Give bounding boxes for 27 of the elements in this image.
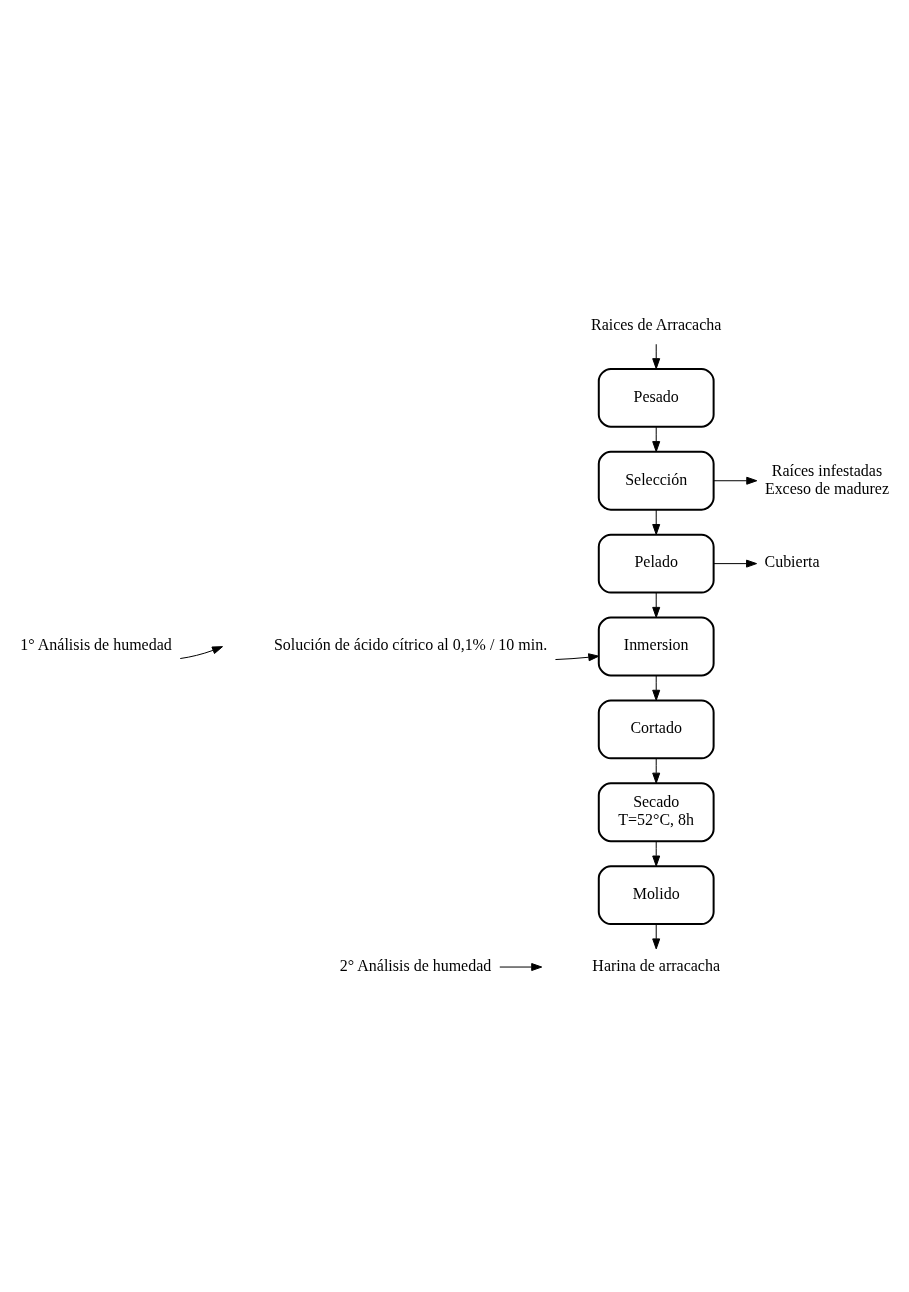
node-box: Pelado [597, 533, 715, 594]
node-box: Inmersion [597, 616, 715, 676]
arrow [652, 923, 661, 949]
node-text: Raices de Arracacha [591, 315, 722, 333]
arrow [652, 757, 661, 784]
node-box: Selección [597, 450, 715, 511]
arrow [713, 559, 758, 568]
arrow [652, 591, 661, 618]
node-box: Pesado [597, 367, 715, 428]
arrow [652, 509, 661, 535]
node-text: 2° Análisis de humedad [339, 956, 492, 974]
arrow [499, 962, 543, 971]
node-text: Cubierta [764, 552, 820, 570]
arrow [652, 343, 661, 369]
arrow [652, 426, 661, 452]
node-text: Raíces infestadas Exceso de madurez [764, 461, 890, 497]
node-box: Secado T=52°C, 8h [597, 781, 715, 842]
node-box: Cortado [597, 698, 715, 759]
node-text: Harina de arracacha [592, 956, 721, 974]
arrow [179, 645, 223, 659]
arrow [554, 652, 600, 661]
node-text: 1° Análisis de humedad [20, 635, 172, 653]
node-text: Solución de ácido cítrico al 0,1% / 10 min. [273, 635, 548, 653]
arrow [652, 674, 661, 701]
arrow [713, 476, 758, 485]
node-box: Molido [597, 864, 715, 925]
arrow [652, 840, 661, 866]
